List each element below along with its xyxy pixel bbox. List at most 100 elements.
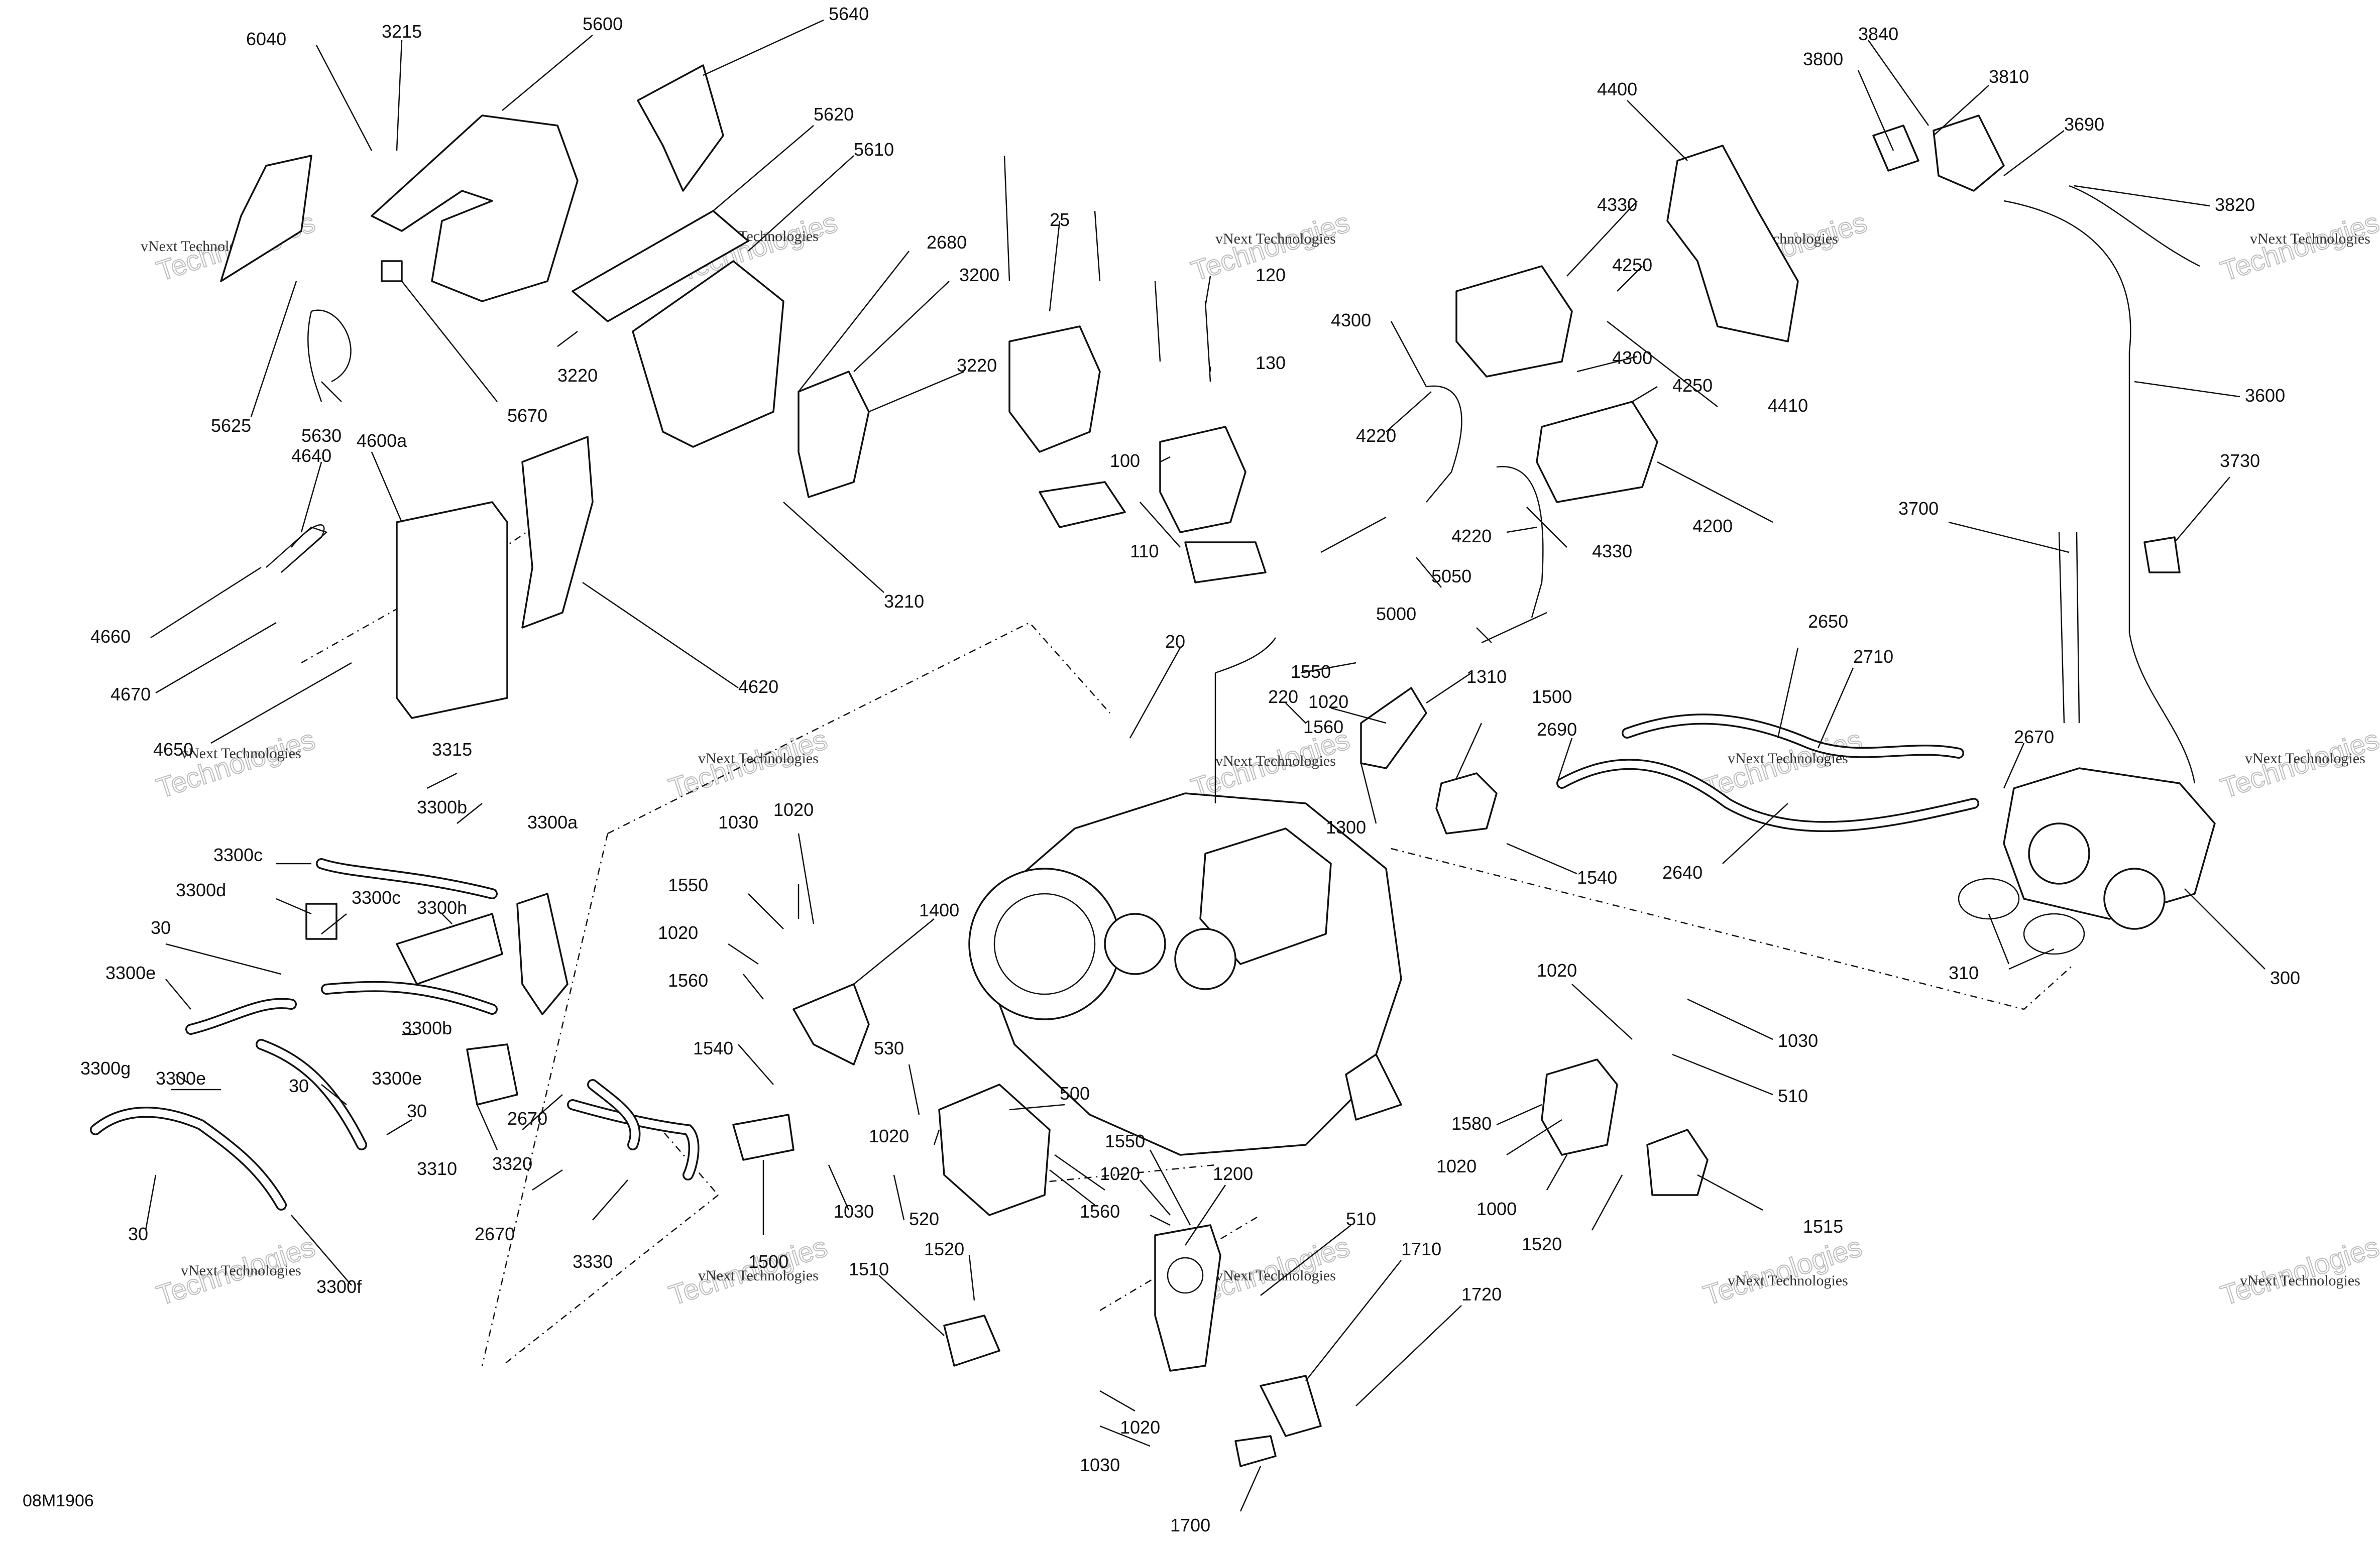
callout-label: 3840 bbox=[1858, 24, 1898, 44]
watermark: vNext Technologies bbox=[2240, 1272, 2360, 1289]
starter-500 bbox=[938, 1084, 1051, 1216]
callout-label: 520 bbox=[909, 1209, 939, 1229]
group-outline bbox=[481, 833, 609, 1366]
wire-harness bbox=[1214, 637, 1277, 803]
callout-label: 30 bbox=[289, 1076, 309, 1096]
callout-label: 1300 bbox=[1326, 817, 1366, 838]
callout-label: 30 bbox=[128, 1224, 148, 1244]
drive-pulley-inner bbox=[993, 893, 1096, 995]
bracket-3300a bbox=[516, 893, 569, 1015]
guard-5625 bbox=[220, 155, 312, 282]
callout-label: 1020 bbox=[773, 799, 814, 820]
callout-label: 1550 bbox=[668, 875, 708, 895]
callout-label: 120 bbox=[1256, 265, 1286, 285]
callout-label: 1030 bbox=[834, 1201, 874, 1222]
callout-label: 1560 bbox=[1080, 1201, 1120, 1222]
ecm-bracket-4620 bbox=[521, 436, 594, 629]
callout-label: 1560 bbox=[668, 970, 708, 991]
throttle-bore bbox=[2103, 868, 2166, 930]
callout-label: 4250 bbox=[1612, 255, 1652, 275]
valve-3300d bbox=[305, 903, 337, 940]
cable-3600 bbox=[2003, 200, 2196, 784]
bracket-1200 bbox=[1154, 1224, 1221, 1372]
cover-5600 bbox=[371, 114, 579, 302]
callout-label: 1030 bbox=[718, 812, 758, 833]
callout-label: 5625 bbox=[211, 415, 251, 436]
callout-label: 4650 bbox=[153, 739, 193, 760]
ignition-coil-100 bbox=[1159, 426, 1246, 533]
callout-label: 1310 bbox=[1466, 666, 1507, 687]
gasket-110 bbox=[1184, 541, 1267, 583]
tube-2640-inner bbox=[1558, 760, 1978, 830]
leader-line bbox=[150, 451, 739, 744]
callout-label: 3300h bbox=[417, 897, 467, 918]
callout-label: 30 bbox=[151, 917, 171, 938]
callout-label: 4660 bbox=[90, 626, 131, 647]
callout-label: 5670 bbox=[507, 405, 547, 426]
watermark: Technologies bbox=[2217, 1230, 2380, 1311]
callout-label: 4600a bbox=[357, 430, 407, 451]
callout-label: 3820 bbox=[2215, 194, 2255, 215]
callout-label: 5600 bbox=[583, 14, 623, 34]
callout-label: 3300c bbox=[213, 845, 263, 865]
callout-label: 220 bbox=[1268, 686, 1298, 707]
callout-label: 4670 bbox=[110, 684, 151, 704]
callout-label: 1020 bbox=[869, 1126, 909, 1146]
hose-3300e-inner bbox=[187, 1000, 295, 1033]
bolts bbox=[1003, 155, 1211, 382]
callout-label: 3300a bbox=[527, 812, 578, 833]
callout-label: 1020 bbox=[1436, 1156, 1477, 1176]
cable-3820 bbox=[2069, 185, 2200, 267]
watermark: vNext Technologies bbox=[698, 750, 819, 767]
watermark: vNext Technologies bbox=[181, 1262, 301, 1279]
plate-1710 bbox=[1260, 1375, 1322, 1437]
callout-label: 1710 bbox=[1401, 1239, 1441, 1259]
callout-label: 2690 bbox=[1537, 719, 1577, 740]
hose-3300e bbox=[256, 1039, 367, 1150]
callout-label: 1500 bbox=[1532, 686, 1572, 707]
callout-label: 4330 bbox=[1592, 541, 1632, 561]
cylinder-port bbox=[1104, 913, 1166, 975]
callout-label: 4640 bbox=[291, 445, 331, 466]
leader-line bbox=[1496, 984, 1773, 1231]
watermark: Technologies bbox=[1699, 1230, 1865, 1311]
hose-3300b-inner bbox=[317, 860, 496, 898]
callout-label: 4410 bbox=[1768, 395, 1808, 416]
callout-label: 1500 bbox=[748, 1251, 788, 1272]
watermark: vNext Technologies bbox=[1215, 230, 1336, 247]
drive-pulley bbox=[968, 868, 1121, 1020]
leader-line bbox=[728, 833, 1065, 1336]
watermark: vNext Technologies bbox=[1728, 1272, 1848, 1289]
bracket-4400 bbox=[1666, 145, 1799, 342]
group-outline bbox=[301, 506, 563, 664]
callout-label: 3215 bbox=[382, 21, 422, 42]
leader-line bbox=[1386, 100, 1773, 704]
clamp-310 bbox=[2023, 913, 2085, 955]
tube-3700 bbox=[2058, 532, 2080, 724]
tube-2650-inner bbox=[1623, 715, 1963, 757]
watermark: vNext Technologies bbox=[1215, 1267, 1336, 1284]
callout-label: 3315 bbox=[432, 739, 472, 760]
cylinder-head bbox=[1199, 827, 1332, 965]
cylinder-port bbox=[1174, 928, 1236, 990]
callout-label: 110 bbox=[1130, 541, 1159, 561]
callout-label: 3330 bbox=[573, 1251, 613, 1272]
callout-label: 3300e bbox=[105, 963, 156, 983]
part-drawings bbox=[90, 64, 2216, 1467]
bracket-5610 bbox=[632, 260, 784, 448]
callout-label: 1540 bbox=[1577, 867, 1617, 888]
throttle-bore bbox=[2028, 822, 2090, 885]
group-outline bbox=[1014, 1164, 1216, 1186]
callout-label: 1520 bbox=[1522, 1234, 1562, 1254]
callout-label: 2710 bbox=[1853, 646, 1893, 667]
callout-label: 3300f bbox=[316, 1276, 362, 1297]
spark-plugs-5000 bbox=[1320, 516, 1547, 644]
leader-line bbox=[145, 772, 628, 1286]
callout-label: 1550 bbox=[1291, 661, 1331, 682]
callout-label: 1020 bbox=[1100, 1163, 1140, 1184]
watermark: vNext Technologies bbox=[181, 745, 301, 762]
cable-5630 bbox=[307, 309, 352, 402]
callout-label: 3800 bbox=[1803, 49, 1843, 69]
group-outline bbox=[1391, 848, 2075, 1010]
